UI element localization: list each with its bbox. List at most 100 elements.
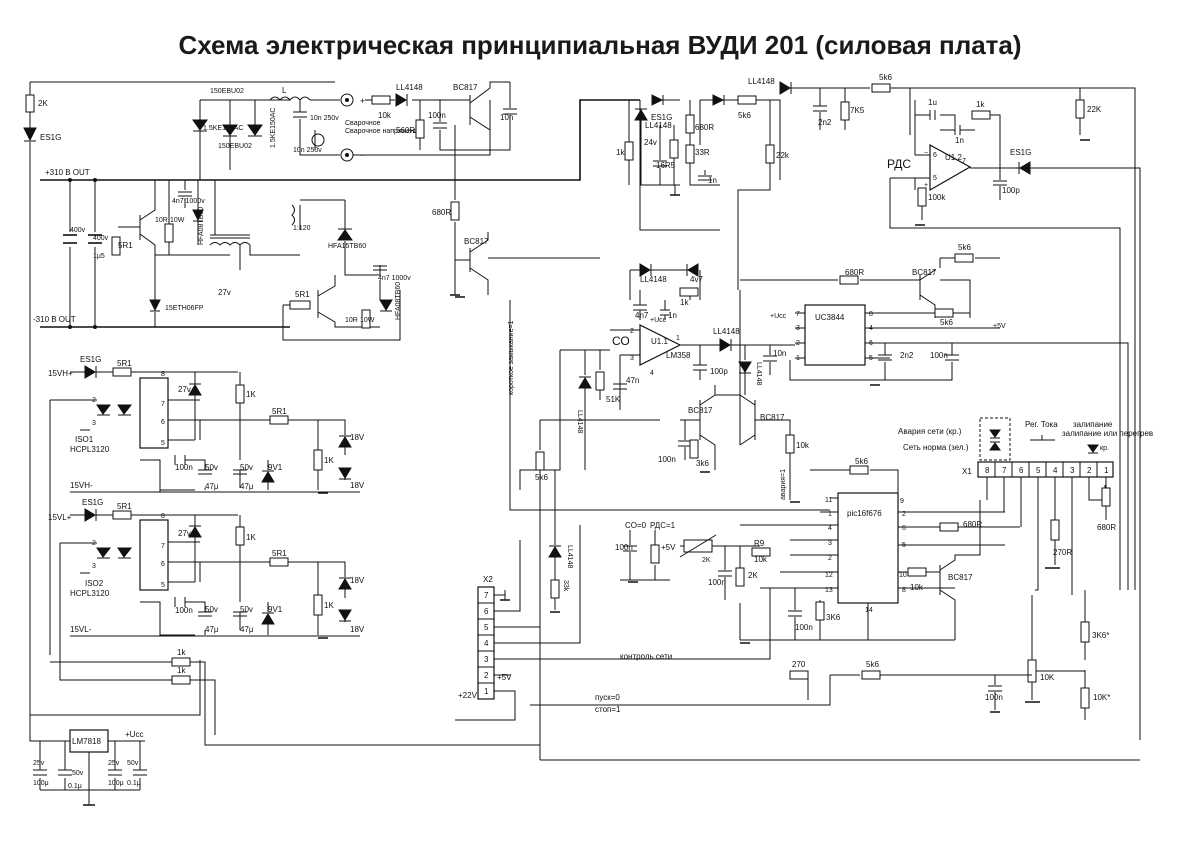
label-es1g-right: ES1G bbox=[1010, 148, 1031, 157]
label-560r: 560R bbox=[396, 126, 415, 135]
resistor-10r-lower bbox=[361, 309, 371, 329]
svg-text:4: 4 bbox=[828, 525, 832, 532]
svg-text:3: 3 bbox=[1070, 466, 1075, 475]
label-47u-iso1b: 47μ bbox=[240, 482, 254, 491]
label-5r1-iso2: 5R1 bbox=[117, 502, 132, 511]
resistor-3k6-pic bbox=[815, 601, 825, 621]
resistor-2k bbox=[25, 94, 35, 113]
label-400v-b: 400v bbox=[93, 235, 109, 242]
opamp-u12 bbox=[929, 143, 972, 192]
label-15vl-plus: 15VL+ bbox=[48, 513, 72, 522]
label-mains-control: контроль сети bbox=[620, 652, 672, 661]
resistor-10k-pair bbox=[785, 434, 795, 454]
zener-9v1-iso1 bbox=[261, 471, 275, 483]
label-5k6-pic: 5k6 bbox=[855, 457, 868, 466]
resistor-r9 bbox=[751, 547, 771, 557]
resistor-1k-iso2 bbox=[235, 526, 245, 546]
label-overheat-1: залипание bbox=[1073, 420, 1113, 429]
label-16r5: 16R5 bbox=[656, 161, 676, 170]
label-welding: Сварочное напряжение bbox=[345, 128, 422, 135]
resistor-270r bbox=[1050, 519, 1060, 541]
zener-27v-iso1 bbox=[188, 384, 202, 396]
zener-18v-iso2a bbox=[338, 578, 352, 590]
label-100n-pair: 100n bbox=[658, 455, 676, 464]
resistor-10ks bbox=[1080, 687, 1090, 709]
resistor-680r-x1 bbox=[1101, 487, 1111, 507]
svg-text:11: 11 bbox=[825, 497, 832, 504]
label-50v-7818a: 50v bbox=[72, 770, 84, 777]
label-1n-fb: 1n bbox=[955, 136, 964, 145]
svg-text:10: 10 bbox=[899, 572, 907, 579]
resistor-5k6-left bbox=[535, 451, 545, 471]
label-10r-lower: 10R bbox=[345, 317, 358, 324]
label-100u-b: 100μ bbox=[108, 780, 124, 787]
diode-ll4148-out bbox=[719, 338, 731, 352]
label-400v-a: 400v bbox=[70, 227, 86, 234]
label-15vh-plus: 15VH+ bbox=[48, 369, 73, 378]
label-680r-uc: 680R bbox=[845, 268, 864, 277]
svg-text:6: 6 bbox=[161, 561, 165, 568]
label-18v-iso1a: 18V bbox=[350, 433, 365, 442]
diode-hfa15 bbox=[337, 229, 353, 241]
label-start: пуск=0 bbox=[595, 693, 620, 702]
label-1k-fb: 1k bbox=[976, 100, 985, 109]
diode-ll4148-vert bbox=[738, 361, 752, 373]
diode-15ke150-a bbox=[222, 124, 238, 136]
diode-ll4148-top2 bbox=[712, 94, 725, 106]
label-100n-pic3: 100n bbox=[795, 623, 813, 632]
diode-ll4148-u11 bbox=[639, 263, 651, 277]
label-5k6-left: 5k6 bbox=[535, 473, 548, 482]
svg-text:7: 7 bbox=[962, 158, 966, 165]
left-startup-branch: 2K ES1G bbox=[23, 81, 335, 716]
label-lm7818: LM7818 bbox=[72, 737, 101, 746]
diagram-title: Схема электрическая принципиальная ВУДИ … bbox=[178, 30, 1021, 60]
svg-text:6: 6 bbox=[484, 607, 489, 616]
label-hfa08-upper: HFA08TB60 bbox=[198, 207, 205, 245]
label-bc817-pair-b: BC817 bbox=[760, 413, 785, 422]
resistor-33k bbox=[550, 579, 560, 599]
label-current-reg: Рег. Тока bbox=[1025, 420, 1058, 429]
label-2n2-top: 2n2 bbox=[818, 118, 832, 127]
diode-es1g-right bbox=[1019, 161, 1031, 175]
label-1n-u11: 1n bbox=[668, 311, 677, 320]
label-10r-upper: 10R bbox=[155, 217, 168, 224]
label-100k: 100k bbox=[928, 193, 946, 202]
label-pds1: РДС=1 bbox=[650, 521, 676, 530]
bc817-pair: BC817 BC817 100n 3k6 10k авария=1 5k6 bbox=[535, 290, 810, 760]
label-10k-pot: 10K bbox=[1040, 673, 1055, 682]
diode-hfa08-lower bbox=[379, 299, 393, 311]
label-10k-top: 10k bbox=[378, 111, 392, 120]
svg-text:2: 2 bbox=[484, 671, 489, 680]
label-es1g-left: ES1G bbox=[40, 133, 61, 142]
diode-150ebu-a bbox=[192, 119, 208, 131]
svg-text:5: 5 bbox=[161, 582, 165, 589]
label-10k-pic: 10k bbox=[910, 583, 924, 592]
label-25v-b: 25v bbox=[108, 760, 120, 767]
label-bc817-top: BC817 bbox=[453, 83, 478, 92]
svg-text:13: 13 bbox=[825, 587, 833, 594]
label-47u-iso2b: 47μ bbox=[240, 625, 254, 634]
label-27v-iso2: 27v bbox=[178, 529, 191, 538]
label-15eth: 15ETH06FP bbox=[165, 305, 204, 312]
label-iso2: ISO2 bbox=[85, 579, 104, 588]
zener-18v-iso1b bbox=[338, 467, 352, 479]
label-24v: 24v bbox=[644, 138, 657, 147]
svg-text:6: 6 bbox=[1019, 466, 1024, 475]
zener-4v7 bbox=[687, 263, 699, 277]
svg-text:3: 3 bbox=[92, 563, 96, 570]
label-ll4148-u11: LL4148 bbox=[640, 275, 667, 284]
svg-text:7: 7 bbox=[796, 311, 800, 318]
driver-iso1: ES1G 15VH+ 5R1 8 7 6 5 2 3 ISO1 HCPL3120… bbox=[48, 355, 365, 655]
label-short: короткое замыкание=1 bbox=[508, 320, 515, 395]
label-18v-iso2b: 18V bbox=[350, 625, 365, 634]
label-10w-lower: 10W bbox=[360, 317, 375, 324]
svg-text:9: 9 bbox=[900, 498, 904, 505]
svg-text:+: + bbox=[924, 182, 928, 189]
svg-text:−: − bbox=[924, 150, 928, 157]
x2-connector: X2 7 6 5 4 3 2 1 +22V +5V LL4148 33k кон… bbox=[455, 470, 1140, 761]
label-33k: 33k bbox=[562, 580, 569, 592]
label-27v-iso1: 27v bbox=[178, 385, 191, 394]
resistor-5k6-top bbox=[737, 95, 757, 105]
label-22k-right: 22K bbox=[1087, 105, 1102, 114]
svg-text:5: 5 bbox=[933, 175, 937, 182]
